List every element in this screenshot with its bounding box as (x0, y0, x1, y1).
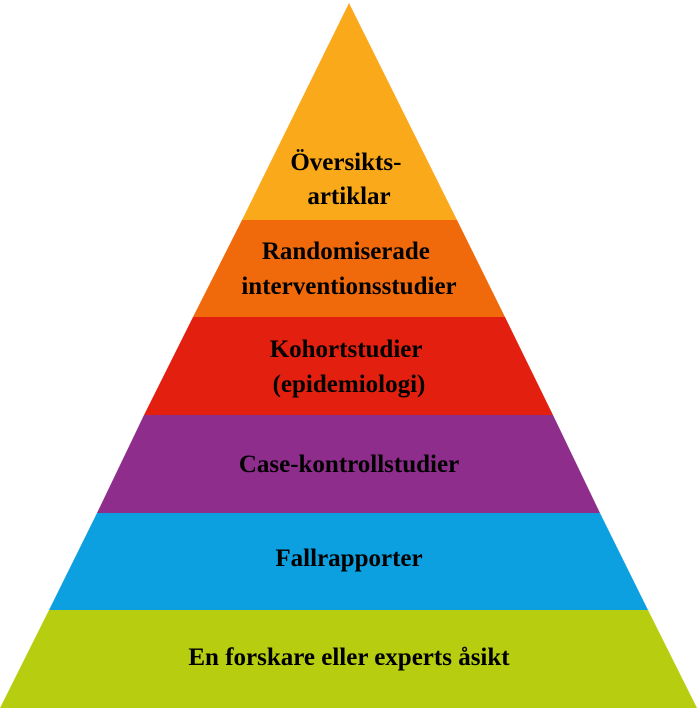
tier-expert-opinion-label: En forskare eller experts åsikt (188, 644, 510, 671)
tier-randomized-trials-label-line-1: Randomiserade (262, 238, 430, 265)
tier-case-control-studies-label-line-1: Case-kontrollstudier (239, 451, 459, 478)
tier-cohort-studies: Kohortstudier (epidemiologi) (144, 317, 553, 415)
tier-randomized-trials: Randomiserade interventionsstudier (193, 220, 505, 317)
tier-expert-opinion-label-line-1: En forskare eller experts åsikt (188, 644, 510, 671)
tier-cohort-studies-label: Kohortstudier (epidemiologi) (270, 336, 429, 398)
tier-case-control-studies: Case-kontrollstudier (97, 415, 600, 513)
tier-cohort-studies-label-line-1: Kohortstudier (270, 336, 423, 363)
tier-randomized-trials-band (193, 220, 505, 317)
tier-cohort-studies-band (144, 317, 553, 415)
tier-cohort-studies-label-line-2: (epidemiologi) (273, 371, 426, 398)
tier-randomized-trials-label-line-2: interventionsstudier (241, 273, 456, 300)
tier-case-reports: Fallrapporter (49, 513, 648, 610)
tier-expert-opinion-band (0, 610, 697, 708)
tier-expert-opinion: En forskare eller experts åsikt (0, 610, 697, 708)
tier-systematic-reviews-label: Översikts- artiklar (290, 149, 407, 210)
tier-case-reports-label: Fallrapporter (275, 545, 422, 572)
tier-case-reports-band (49, 513, 648, 610)
tier-case-control-studies-label: Case-kontrollstudier (239, 451, 459, 478)
tier-systematic-reviews-label-line-1: Översikts- (290, 149, 401, 176)
tier-systematic-reviews: Översikts- artiklar (242, 3, 457, 220)
tier-case-control-studies-band (97, 415, 600, 513)
tier-systematic-reviews-band (242, 3, 457, 220)
tier-randomized-trials-label: Randomiserade interventionsstudier (241, 238, 456, 300)
tier-systematic-reviews-label-line-2: artiklar (307, 183, 390, 210)
tier-case-reports-label-line-1: Fallrapporter (275, 545, 422, 572)
